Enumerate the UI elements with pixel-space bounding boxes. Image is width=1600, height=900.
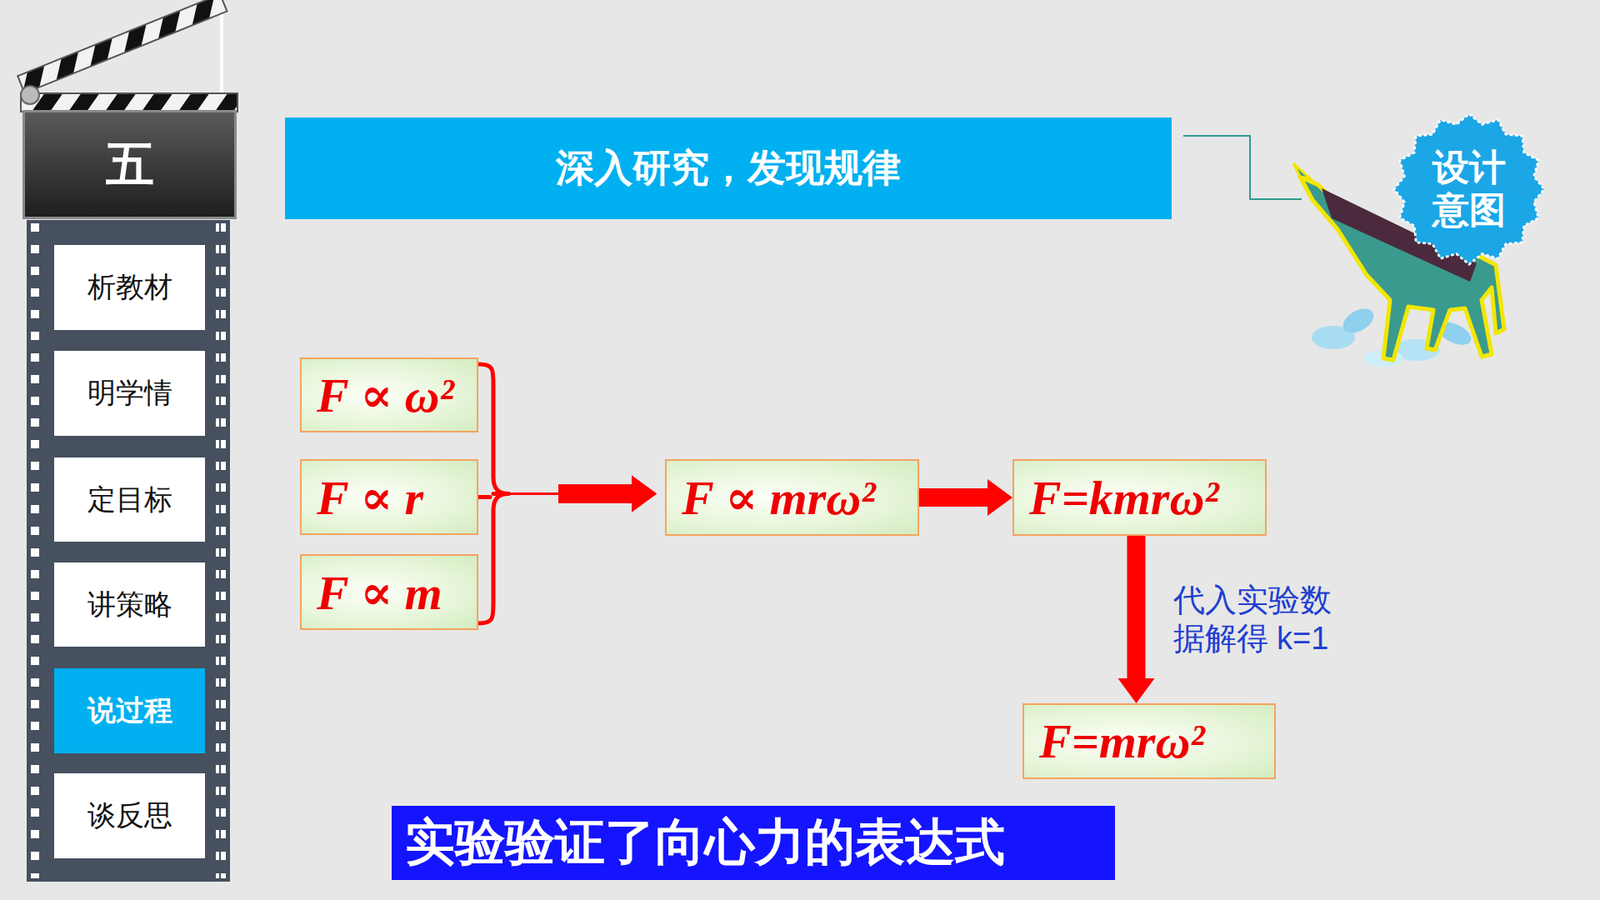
- title-text: 深入研究，发现规律: [555, 142, 901, 195]
- node-text: 谈反思: [87, 796, 173, 835]
- arrow-shaft: [508, 492, 559, 495]
- menu-item: 讲策略: [54, 562, 205, 647]
- menu-item: 析教材: [54, 245, 205, 330]
- node-text: F=mrω²: [1039, 713, 1205, 770]
- deer-ear: [1293, 163, 1310, 179]
- clapper-bar: [20, 93, 238, 112]
- clapper-hinge: [20, 85, 40, 105]
- clapper-stick-bar: [17, 0, 227, 94]
- node-text: 说过程: [87, 691, 173, 730]
- caption-text: 实验验证了向心力的表达式: [405, 809, 1005, 877]
- design-intent-badge: 设计意图: [1392, 112, 1546, 266]
- connector-arrow: [478, 475, 657, 625]
- title-band: 深入研究，发现规律: [285, 117, 1172, 220]
- formula-box: F ∝ mrω²: [665, 459, 920, 536]
- node-text: 讲策略: [87, 585, 173, 625]
- connector-arrow: [919, 479, 1013, 516]
- block-arrow: [1118, 535, 1155, 704]
- connector-arrow: [478, 364, 657, 513]
- block-arrow: [558, 475, 657, 513]
- node-text: F ∝ r: [316, 469, 424, 526]
- formula-box: F ∝ ω²: [300, 357, 479, 433]
- clapper-stick: [17, 0, 227, 94]
- starburst-outline: [1394, 114, 1545, 265]
- formula-box: F=kmrω²: [1012, 459, 1267, 536]
- block-arrow: [558, 475, 657, 513]
- arrow-shaft: [508, 492, 559, 495]
- leaf: [1339, 304, 1379, 339]
- node-text: 明学情: [87, 374, 173, 413]
- formula-box: F ∝ m: [300, 554, 479, 630]
- film-sprockets: [30, 223, 41, 879]
- edge-label: 代入实验数 据解得 k=1: [1173, 581, 1341, 658]
- connector-arrow: [1118, 535, 1155, 704]
- menu-item: 定目标: [54, 457, 205, 542]
- node-text: 设计意图: [1432, 146, 1506, 231]
- brace-line: [478, 494, 509, 625]
- formula-box: F ∝ r: [300, 459, 479, 535]
- node-text: F=kmrω²: [1029, 470, 1220, 526]
- node-text: F ∝ mrω²: [681, 469, 876, 526]
- menu-item: 谈反思: [54, 773, 205, 859]
- block-arrow: [558, 475, 657, 513]
- arrow-shaft: [508, 492, 559, 495]
- film-sprockets: [215, 223, 226, 879]
- leader-line: [1183, 135, 1302, 200]
- node-text: F ∝ ω²: [316, 366, 455, 424]
- caption-band: 实验验证了向心力的表达式: [391, 805, 1115, 880]
- brace-line: [478, 364, 509, 495]
- section-number-box: 五: [22, 110, 237, 220]
- node-text: 析教材: [87, 268, 173, 307]
- film-strip: [26, 220, 230, 882]
- menu-item-active: 说过程: [54, 668, 205, 754]
- block-arrow: [919, 479, 1013, 516]
- clapper-pole: [220, 5, 224, 100]
- node-text: 五: [105, 132, 155, 198]
- node-text: 定目标: [87, 480, 173, 520]
- formula-box: F=mrω²: [1022, 703, 1276, 780]
- node-text: F ∝ m: [316, 564, 443, 621]
- menu-item: 明学情: [54, 350, 205, 436]
